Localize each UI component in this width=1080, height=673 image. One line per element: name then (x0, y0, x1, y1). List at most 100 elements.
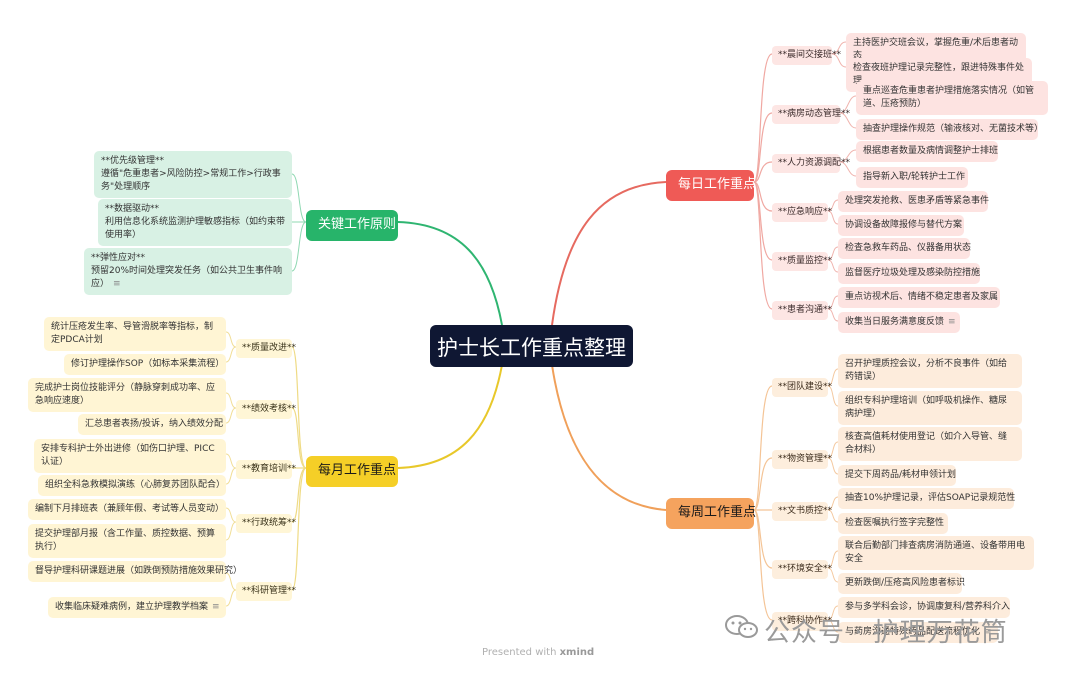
daily-item[interactable]: 收集当日服务满意度反馈≡ (838, 312, 960, 334)
monthly-sub-2-label: **教育培训** (242, 464, 297, 474)
monthly-item[interactable]: 完成护士岗位技能评分（静脉穿刺成功率、应急响应速度） (28, 378, 226, 413)
weekly-item-text: 参与多学科会诊，协调康复科/营养科介入 (845, 602, 1011, 612)
monthly-sub-4[interactable]: **科研管理** (236, 582, 296, 602)
branch-weekly-label: 每周工作重点 (678, 505, 757, 520)
weekly-sub-edges (753, 385, 773, 621)
monthly-item[interactable]: 组织全科急救模拟演练（心肺复苏团队配合） (38, 475, 226, 497)
monthly-item-text: 汇总患者表扬/投诉，纳入绩效分配 (85, 419, 224, 429)
daily-sub-0[interactable]: **晨间交接班** (772, 46, 841, 66)
weekly-item[interactable]: 抽查10%护理记录，评估SOAP记录规范性 (838, 488, 1015, 510)
monthly-item[interactable]: 提交护理部月报（含工作量、质控数据、预算执行） (28, 524, 226, 559)
notes-icon[interactable]: ≡ (984, 627, 992, 637)
principle-item-text: **弹性应对** 预留20%时间处理突发任务（如公共卫生事件响应） (91, 253, 283, 290)
branch-daily-label: 每日工作重点 (678, 177, 757, 192)
monthly-sub-edges (291, 346, 307, 591)
principle-item[interactable]: **弹性应对** 预留20%时间处理突发任务（如公共卫生事件响应）≡ (84, 248, 292, 296)
daily-item-text: 重点访视术后、情绪不稳定患者及家属 (845, 292, 999, 302)
monthly-item-text: 组织全科急救模拟演练（心肺复苏团队配合） (45, 480, 226, 490)
daily-item[interactable]: 根据患者数量及病情调整护士排班 (856, 141, 999, 163)
weekly-item[interactable]: 与药房沟通特殊药品配送流程优化≡ (838, 622, 998, 644)
monthly-item[interactable]: 督导护理科研课题进展（如跌倒预防措施效果研究） (28, 561, 242, 583)
weekly-item[interactable]: 组织专科护理培训（如呼吸机操作、糖尿病护理） (838, 391, 1022, 426)
weekly-item-text: 联合后勤部门排查病房消防通道、设备带用电安全 (845, 541, 1026, 565)
daily-item[interactable]: 指导新入职/轮转护士工作 (856, 167, 968, 189)
weekly-item[interactable]: 提交下周药品/耗材申领计划 (838, 465, 956, 487)
weekly-sub-0[interactable]: **团队建设** (772, 378, 832, 398)
watermark-text: 公众号 · 护理万花筒 (764, 618, 1008, 648)
weekly-sub-4-label: **跨科协作** (778, 616, 833, 626)
weekly-sub-3-label: **环境安全** (778, 564, 833, 574)
daily-item-text: 监督医疗垃圾处理及感染防控措施 (845, 268, 981, 278)
weekly-item[interactable]: 更新跌倒/压疮高风险患者标识 (838, 573, 965, 595)
monthly-item[interactable]: 汇总患者表扬/投诉，纳入绩效分配 (78, 414, 226, 436)
principle-item[interactable]: **数据驱动** 利用信息化系统监测护理敏感指标（如约束带使用率） (98, 199, 292, 247)
daily-sub-3[interactable]: **应急响应** (772, 203, 832, 223)
root-topic[interactable]: 护士长工作重点整理 (430, 325, 633, 367)
root-title: 护士长工作重点整理 (437, 336, 626, 360)
daily-item[interactable]: 监督医疗垃圾处理及感染防控措施 (838, 263, 981, 285)
monthly-item-text: 安排专科护士外出进修（如伤口护理、PICC认证） (41, 444, 215, 468)
daily-sub-4[interactable]: **质量监控** (772, 252, 832, 272)
daily-item-text: 主持医护交班会议，掌握危重/术后患者动态 (853, 38, 1019, 62)
daily-item[interactable]: 重点访视术后、情绪不稳定患者及家属 (838, 287, 1000, 309)
weekly-sub-0-label: **团队建设** (778, 382, 833, 392)
weekly-sub-2[interactable]: **文书质控** (772, 502, 832, 522)
notes-icon[interactable]: ≡ (113, 279, 121, 290)
branch-principles[interactable]: 关键工作原则 (306, 210, 398, 241)
daily-item[interactable]: 抽查护理操作规范（输液核对、无菌技术等） (856, 119, 1043, 141)
notes-icon[interactable]: ≡ (212, 602, 220, 612)
weekly-item[interactable]: 核查高值耗材使用登记（如介入导管、缝合材料） (838, 427, 1022, 462)
principles-leaf-edges (291, 173, 307, 272)
daily-item-text: 检查急救车药品、仪器备用状态 (845, 243, 972, 253)
branch-monthly[interactable]: 每月工作重点 (306, 456, 398, 487)
wechat-watermark: 公众号 · 护理万花筒 (764, 612, 1008, 649)
daily-sub-2-label: **人力资源调配** (778, 158, 851, 168)
monthly-item-text: 修订护理操作SOP（如标本采集流程） (71, 359, 225, 369)
weekly-item[interactable]: 联合后勤部门排查病房消防通道、设备带用电安全 (838, 536, 1034, 571)
weekly-sub-3[interactable]: **环境安全** (772, 560, 832, 580)
branch-daily[interactable]: 每日工作重点 (666, 170, 757, 201)
daily-item-text: 根据患者数量及病情调整护士排班 (863, 146, 999, 156)
monthly-item[interactable]: 收集临床疑难病例，建立护理教学档案≡ (48, 597, 226, 619)
monthly-sub-2[interactable]: **教育培训** (236, 460, 296, 480)
weekly-item-text: 检查医嘱执行签字完整性 (845, 518, 945, 528)
weekly-item-text: 核查高值耗材使用登记（如介入导管、缝合材料） (845, 432, 1008, 456)
edge-root-weekly (551, 364, 667, 511)
daily-sub-2[interactable]: **人力资源调配** (772, 154, 850, 174)
weekly-item[interactable]: 参与多学科会诊，协调康复科/营养科介入 (838, 597, 1011, 619)
daily-item[interactable]: 重点巡查危重患者护理措施落实情况（如管道、压疮预防） (856, 81, 1048, 116)
daily-item-text: 处理突发抢救、医患矛盾等紧急事件 (845, 196, 990, 206)
monthly-sub-3[interactable]: **行政统筹** (236, 514, 296, 534)
monthly-sub-1-label: **绩效考核** (242, 404, 297, 414)
daily-item[interactable]: 检查急救车药品、仪器备用状态 (838, 238, 972, 260)
branch-weekly[interactable]: 每周工作重点 (666, 498, 757, 529)
principle-item[interactable]: **优先级管理** 遵循"危重患者>风险防控>常规工作>行政事务"处理顺序 (94, 151, 292, 199)
daily-item[interactable]: 协调设备故障报修与替代方案 (838, 215, 964, 237)
monthly-item[interactable]: 修订护理操作SOP（如标本采集流程） (64, 354, 226, 376)
edge-root-monthly (397, 364, 503, 469)
weekly-sub-4[interactable]: **跨科协作** (772, 612, 832, 632)
daily-sub-0-label: **晨间交接班** (778, 50, 842, 60)
monthly-sub-4-label: **科研管理** (242, 586, 297, 596)
weekly-item[interactable]: 召开护理质控会议，分析不良事件（如给药错误） (838, 354, 1022, 389)
monthly-item-text: 提交护理部月报（含工作量、质控数据、预算执行） (35, 529, 216, 553)
weekly-item-text: 组织专科护理培训（如呼吸机操作、糖尿病护理） (845, 396, 1008, 420)
daily-sub-5[interactable]: **患者沟通** (772, 301, 832, 321)
daily-sub-3-label: **应急响应** (778, 207, 833, 217)
daily-sub-4-label: **质量监控** (778, 256, 833, 266)
presented-prefix: Presented with (482, 647, 560, 658)
weekly-item[interactable]: 检查医嘱执行签字完整性 (838, 513, 948, 535)
daily-item[interactable]: 处理突发抢救、医患矛盾等紧急事件 (838, 191, 990, 213)
monthly-sub-0[interactable]: **质量改进** (236, 339, 296, 359)
monthly-item[interactable]: 编制下月排班表（兼顾年假、考试等人员变动） (28, 499, 226, 521)
daily-item-text: 重点巡查危重患者护理措施落实情况（如管道、压疮预防） (863, 86, 1035, 110)
daily-sub-1[interactable]: **病房动态管理** (772, 105, 850, 125)
daily-sub-5-label: **患者沟通** (778, 305, 833, 315)
monthly-sub-1[interactable]: **绩效考核** (236, 400, 296, 420)
monthly-item[interactable]: 统计压疮发生率、导管滑脱率等指标，制定PDCA计划 (44, 317, 226, 352)
weekly-sub-1-label: **物资管理** (778, 454, 833, 464)
edge-root-principles (397, 221, 503, 326)
monthly-item[interactable]: 安排专科护士外出进修（如伤口护理、PICC认证） (34, 439, 226, 474)
notes-icon[interactable]: ≡ (948, 317, 956, 327)
weekly-sub-1[interactable]: **物资管理** (772, 450, 832, 470)
